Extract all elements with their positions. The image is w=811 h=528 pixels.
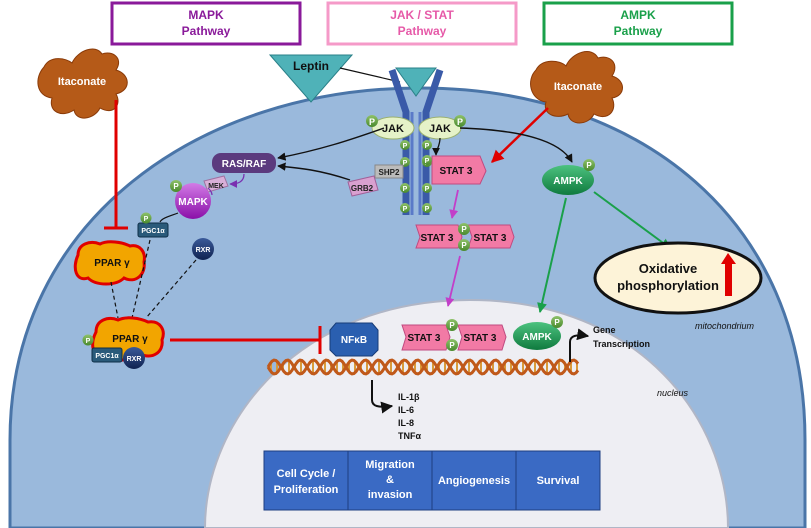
svg-text:P: P (425, 186, 430, 193)
ampk-pathway-title: AMPK (620, 8, 656, 22)
gene-label-2: Transcription (593, 339, 650, 349)
svg-text:SHP2: SHP2 (379, 168, 400, 177)
svg-text:P: P (173, 182, 179, 191)
svg-text:RXR: RXR (196, 247, 211, 254)
outcome-4: Survival (537, 475, 580, 487)
mapk-pathway-title: MAPK (188, 8, 224, 22)
svg-text:PGC1α: PGC1α (141, 228, 165, 235)
dna-strand (266, 358, 580, 376)
jakstat-pathway-title: JAK / STAT (390, 8, 454, 22)
outcome-2-l1: Migration (365, 459, 415, 471)
outcome-2-l2: & (386, 474, 394, 486)
oxphos-mitochondrion: Oxidative phosphorylation (593, 241, 763, 315)
shp2: SHP2 (374, 164, 404, 179)
svg-text:P: P (461, 225, 467, 234)
stat3-single: STAT 3 P (422, 155, 487, 185)
jakstat-pathway-sub: Pathway (398, 24, 447, 38)
svg-text:PGC1α: PGC1α (95, 353, 119, 360)
svg-text:IL-8: IL-8 (398, 418, 414, 428)
svg-text:P: P (586, 161, 592, 170)
svg-text:AMPK: AMPK (553, 176, 583, 187)
svg-text:STAT 3: STAT 3 (408, 333, 441, 344)
svg-text:RXR: RXR (127, 356, 142, 363)
nfkb: NFκB (329, 322, 379, 357)
outcome-1-l1: Cell Cycle / (277, 468, 336, 480)
svg-text:P: P (449, 341, 455, 350)
svg-text:P: P (461, 241, 467, 250)
svg-text:RAS/RAF: RAS/RAF (222, 159, 266, 170)
svg-text:P: P (403, 206, 408, 213)
mapk: MAPK P (170, 180, 211, 219)
itaconate-left: Itaconate (37, 48, 128, 119)
svg-text:Itaconate: Itaconate (554, 81, 602, 93)
svg-text:P: P (425, 206, 430, 213)
svg-text:PPAR γ: PPAR γ (94, 258, 130, 269)
svg-text:STAT 3: STAT 3 (440, 166, 473, 177)
outcome-1-l2: Proliferation (274, 484, 339, 496)
ampk-pathway-sub: Pathway (614, 24, 663, 38)
svg-text:P: P (449, 321, 455, 330)
cytokine-list: IL-1β IL-6 IL-8 TNFα (398, 392, 421, 441)
svg-text:STAT 3: STAT 3 (464, 333, 497, 344)
stat3-dimer-nuclear: STAT 3 STAT 3 P P (401, 319, 507, 351)
svg-text:IL-1β: IL-1β (398, 392, 420, 402)
outcome-2-l3: invasion (368, 489, 413, 501)
ppar-complex: PPAR γ PGC1α P RXR (82, 316, 165, 369)
svg-text:P: P (403, 160, 408, 167)
svg-text:Itaconate: Itaconate (58, 76, 106, 88)
svg-text:P: P (144, 216, 149, 223)
svg-text:STAT 3: STAT 3 (421, 233, 454, 244)
rxr-top: RXR (192, 238, 214, 260)
svg-text:IL-6: IL-6 (398, 405, 414, 415)
ampk-cyto: AMPK P (542, 159, 595, 195)
svg-text:P: P (425, 143, 430, 150)
leptin-receptor (388, 67, 444, 215)
mito-label: mitochondrium (695, 321, 755, 331)
pgc1a-top: PGC1α P (137, 212, 169, 238)
svg-text:NFκB: NFκB (341, 335, 367, 346)
dna-helix (266, 358, 580, 376)
svg-text:P: P (554, 318, 560, 327)
svg-text:AMPK: AMPK (522, 332, 552, 343)
gene-label-1: Gene (593, 325, 616, 335)
svg-text:STAT 3: STAT 3 (474, 233, 507, 244)
svg-text:PPAR γ: PPAR γ (112, 334, 148, 345)
nucleus-label: nucleus (657, 388, 689, 398)
ampk-nuclear: AMPK P (513, 316, 563, 350)
svg-text:JAK: JAK (382, 123, 404, 135)
svg-text:P: P (369, 117, 375, 127)
ppar-top: PPAR γ (73, 240, 146, 286)
svg-text:P: P (86, 338, 91, 345)
mapk-pathway-sub: Pathway (182, 24, 231, 38)
svg-text:P: P (425, 158, 430, 165)
outcome-3: Angiogenesis (438, 475, 510, 487)
svg-text:P: P (403, 143, 408, 150)
mek: MEK (203, 175, 229, 193)
svg-text:GRB2: GRB2 (351, 184, 374, 193)
outcome-boxes: Cell Cycle / Proliferation Migration & i… (263, 450, 601, 511)
stat3-dimer: STAT 3 STAT 3 P P (415, 223, 515, 251)
svg-text:Leptin: Leptin (293, 59, 329, 73)
jakstat-pathway-box: JAK / STAT Pathway (326, 1, 518, 46)
ampk-pathway-box: AMPK Pathway (542, 1, 734, 46)
svg-text:phosphorylation: phosphorylation (617, 278, 719, 293)
svg-text:JAK: JAK (429, 123, 451, 135)
svg-text:P: P (403, 186, 408, 193)
svg-text:MAPK: MAPK (178, 197, 208, 208)
svg-text:TNFα: TNFα (398, 431, 421, 441)
svg-text:MEK: MEK (208, 183, 224, 190)
mapk-pathway-box: MAPK Pathway (110, 1, 302, 46)
leptin: Leptin (268, 54, 401, 103)
svg-text:Oxidative: Oxidative (639, 261, 698, 276)
ras-raf: RAS/RAF (212, 153, 276, 173)
jak-left (371, 116, 415, 140)
grb2: GRB2 (347, 175, 379, 197)
itaconate-right: Itaconate (530, 51, 623, 124)
svg-text:P: P (457, 117, 463, 127)
